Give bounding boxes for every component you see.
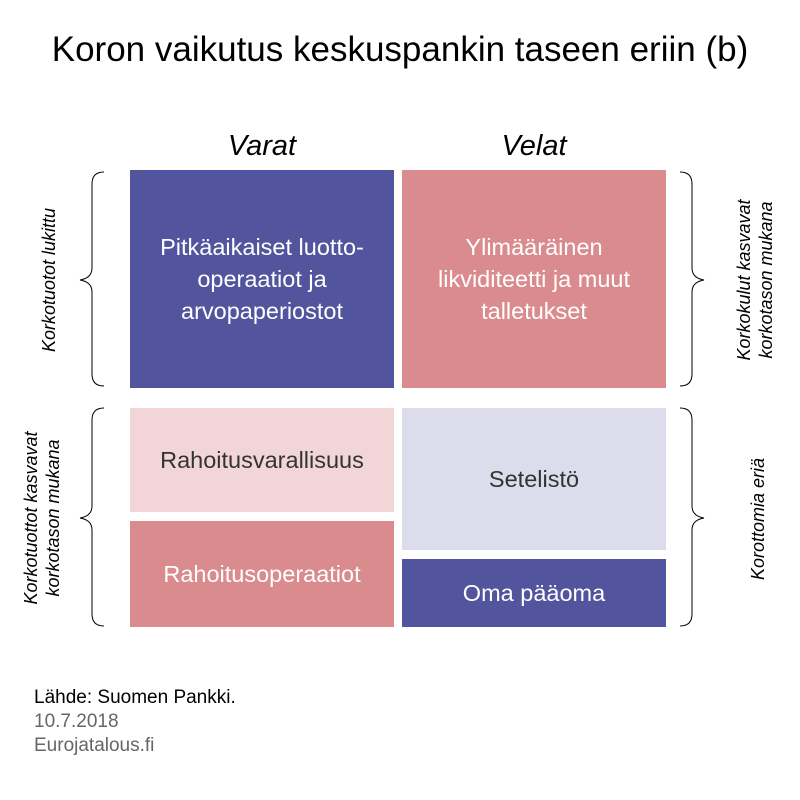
side-label-left-top: Korkotuotot lukittu bbox=[30, 160, 68, 400]
box-financing-operations: Rahoitusoperaatiot bbox=[130, 521, 394, 627]
source-site: Eurojatalous.fi bbox=[34, 735, 155, 756]
box-banknotes: Setelistö bbox=[402, 408, 666, 550]
box-line: talletukset bbox=[481, 298, 587, 324]
side-label-line: Korkotuottot kasvavat bbox=[21, 431, 41, 605]
column-header-liabilities: Velat bbox=[501, 130, 567, 162]
column-header-assets: Varat bbox=[227, 130, 297, 162]
box-line: arvopaperiostot bbox=[181, 298, 343, 324]
box-excess-liquidity-text: Ylimääräinen likviditeetti ja muut talle… bbox=[438, 231, 630, 327]
box-long-term-operations-text: Pitkäaikaiset luotto- operaatiot ja arvo… bbox=[160, 231, 364, 327]
side-label-line: Korottomia eriä bbox=[748, 457, 768, 581]
left-bottom-brace bbox=[79, 407, 105, 627]
box-financial-assets: Rahoitusvarallisuus bbox=[130, 408, 394, 512]
right-top-brace bbox=[679, 171, 705, 387]
source-date: 10.7.2018 bbox=[34, 711, 119, 732]
side-label-left-bottom: Korkotuottot kasvavat korkotason mukana bbox=[20, 398, 64, 638]
box-equity: Oma pääoma bbox=[402, 559, 666, 627]
side-label-line: korkotason mukana bbox=[43, 439, 63, 597]
side-label-line: korkotason mukana bbox=[756, 201, 776, 359]
box-line: Ylimääräinen bbox=[465, 234, 603, 260]
source-text: Lähde: Suomen Pankki. bbox=[34, 687, 236, 708]
chart-title: Koron vaikutus keskuspankin taseen eriin… bbox=[51, 30, 749, 69]
box-line: Oma pääoma bbox=[462, 580, 606, 606]
right-bottom-brace bbox=[679, 407, 705, 627]
box-line: Pitkäaikaiset luotto- bbox=[160, 234, 364, 260]
side-label-line: Korkokulut kasvavat bbox=[734, 199, 754, 361]
side-label-line: Korkotuotot lukittu bbox=[39, 207, 59, 353]
box-long-term-operations: Pitkäaikaiset luotto- operaatiot ja arvo… bbox=[130, 170, 394, 388]
box-excess-liquidity: Ylimääräinen likviditeetti ja muut talle… bbox=[402, 170, 666, 388]
left-top-brace bbox=[79, 171, 105, 387]
box-line: operaatiot ja bbox=[197, 266, 327, 292]
box-line: Setelistö bbox=[488, 466, 580, 492]
box-line: Rahoitusvarallisuus bbox=[160, 447, 364, 473]
box-line: Rahoitusoperaatiot bbox=[163, 561, 361, 587]
box-line: likviditeetti ja muut bbox=[438, 266, 630, 292]
side-label-right-bottom: Korottomia eriä bbox=[739, 399, 777, 639]
side-label-right-top: Korkokulut kasvavat korkotason mukana bbox=[733, 160, 777, 400]
